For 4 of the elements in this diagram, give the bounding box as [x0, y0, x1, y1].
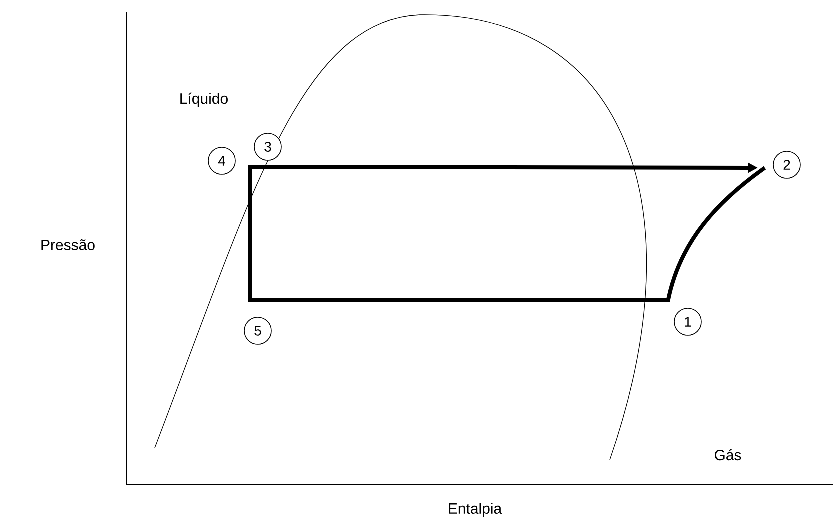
axis-label: Pressão: [42, 240, 95, 250]
axis-label: Entalpia: [449, 503, 502, 517]
axis-label: Líquido: [180, 92, 228, 108]
region-label: Gás: [715, 449, 742, 461]
